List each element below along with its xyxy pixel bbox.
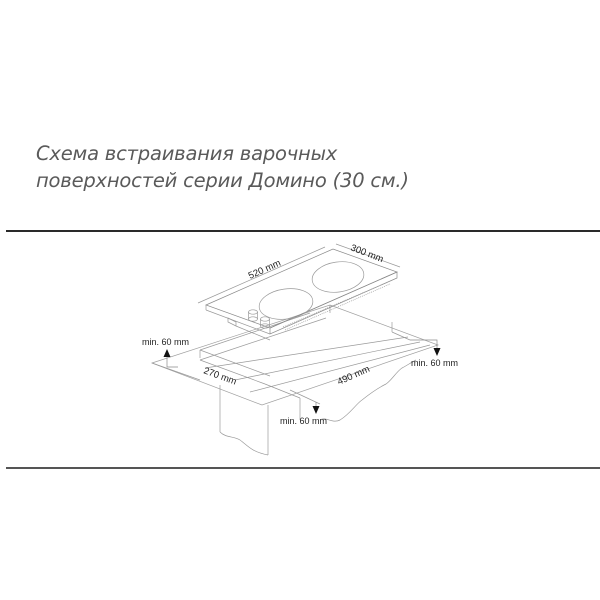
- label-cutout-length: 490 mm: [336, 364, 372, 388]
- label-hob-width: 300 mm: [349, 243, 385, 266]
- title-line-1: Схема встраивания варочных: [36, 142, 338, 165]
- burner-rear: [311, 261, 365, 293]
- knob-2: [260, 316, 270, 329]
- arrow-up-icon: [163, 349, 171, 357]
- countertop-outline: [150, 304, 440, 420]
- title-line-2: поверхностей серии Домино (30 см.): [36, 169, 409, 192]
- burners: [258, 261, 365, 320]
- bottom-divider: [6, 467, 600, 469]
- label-clearance-left: min. 60 mm: [142, 337, 189, 347]
- control-knobs: [248, 309, 270, 329]
- label-clearance-front: min. 60 mm: [280, 416, 327, 426]
- knob-1: [248, 309, 258, 322]
- arrow-down-icon: [433, 348, 441, 356]
- label-clearance-right: min. 60 mm: [411, 358, 458, 368]
- top-divider: [6, 230, 600, 232]
- arrow-down-icon: [312, 406, 320, 414]
- cabinet-outline: [219, 359, 417, 456]
- clearance-arrows: [163, 348, 441, 414]
- label-hob-length: 520 mm: [247, 258, 283, 282]
- page-title: Схема встраивания варочных поверхностей …: [36, 140, 576, 194]
- burner-front: [258, 288, 314, 320]
